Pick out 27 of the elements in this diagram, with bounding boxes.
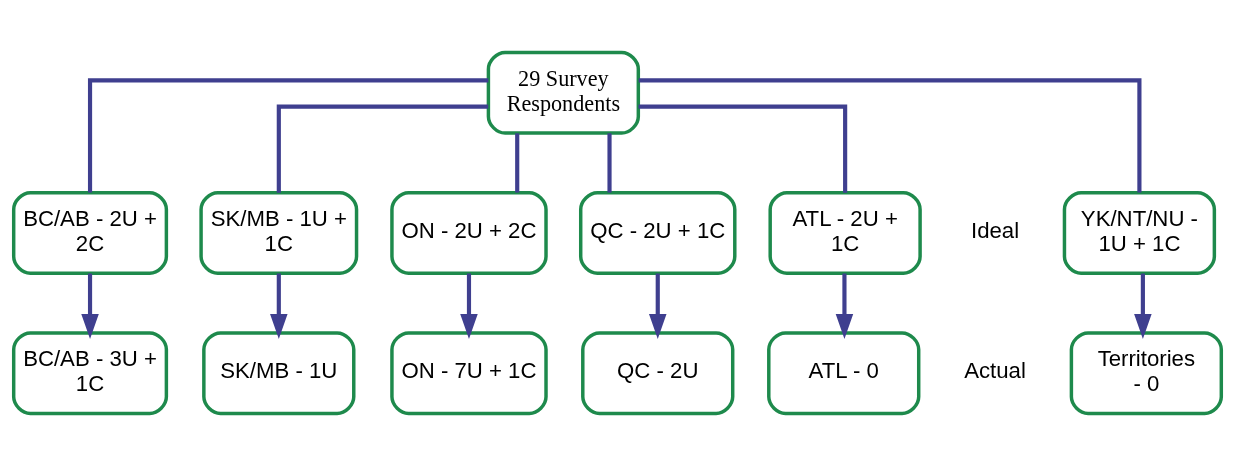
arrow [460,273,478,340]
label: Actual [964,358,1026,384]
connector [638,104,848,193]
node-box: ATL - 0 [767,331,921,416]
node-box: YK/NT/NU - 1U + 1C [1062,191,1217,275]
arrow [1134,273,1152,340]
node-box: QC - 2U + 1C [579,191,737,275]
arrow [835,273,854,340]
node-box: QC - 2U [581,331,735,416]
connector [87,78,489,193]
node-box: ON - 7U + 1C [390,331,548,416]
label: Ideal [970,218,1020,244]
arrow [270,273,288,340]
node-box: BC/AB - 2U + 2C [11,191,169,275]
connector [638,78,1142,193]
node-box: SK/MB - 1U [202,331,356,416]
connector [515,133,520,193]
connector [607,133,612,193]
node-box: ON - 2U + 2C [390,191,548,275]
connector [276,104,489,193]
node-box: SK/MB - 1U + 1C [199,191,359,275]
arrow [649,273,667,340]
node-box: ATL - 2U + 1C [768,191,922,275]
arrow [81,273,99,340]
node-box: 29 Survey Respondents [486,50,641,135]
node-box: Territories - 0 [1069,331,1224,416]
node-box: BC/AB - 3U + 1C [11,331,169,416]
